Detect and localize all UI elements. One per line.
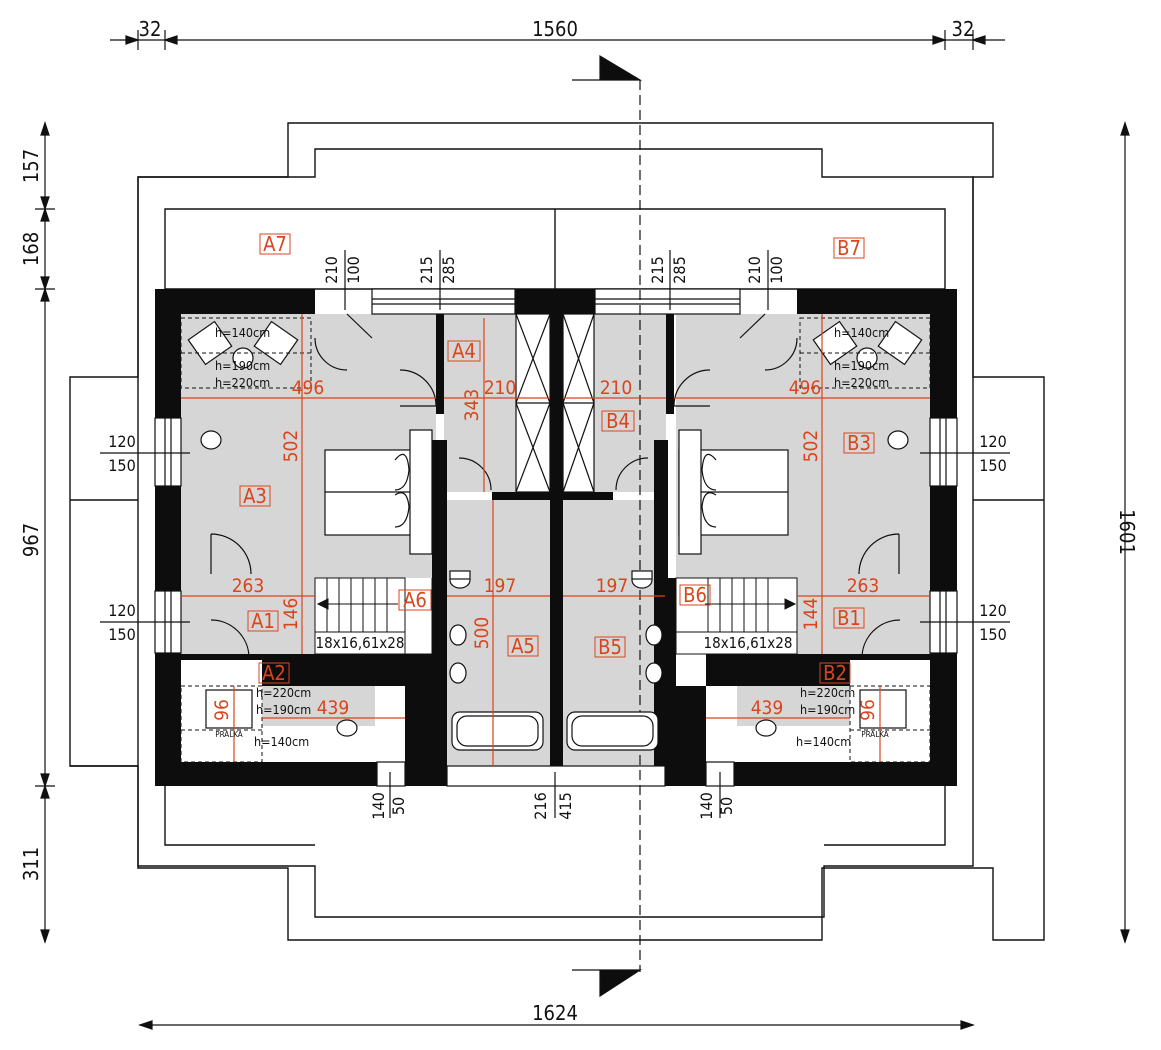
dim-b2-width: 439 xyxy=(751,697,784,719)
dim-a1-height: 146 xyxy=(280,598,302,631)
stairs-right xyxy=(675,577,798,655)
dim-win-sl-lower-b: 150 xyxy=(108,625,135,644)
dim-right-total: 1601 xyxy=(1115,509,1139,555)
height-note-a3-1: h=140cm xyxy=(215,325,270,340)
dim-win-bc-a: 216 xyxy=(531,792,550,819)
height-note-b2-2: h=190cm xyxy=(800,702,855,717)
section-marker-top xyxy=(572,54,643,81)
section-marker-bottom xyxy=(572,969,643,998)
dim-win-tl2-a: 215 xyxy=(417,256,436,283)
dim-a5-width: 197 xyxy=(484,575,517,597)
dim-left-segment-1: 157 xyxy=(19,149,43,183)
height-note-a2-2: h=190cm xyxy=(256,702,311,717)
room-label-a7: A7 xyxy=(263,232,287,256)
fixtures xyxy=(187,313,923,751)
height-note-a3-2: h=190cm xyxy=(215,358,270,373)
dim-a4-width: 210 xyxy=(484,377,517,399)
dim-win-tl-b: 100 xyxy=(344,256,363,283)
outer-dim-lines xyxy=(35,30,1130,1030)
dim-left-segment-4: 311 xyxy=(19,847,43,881)
dim-win-sr-lower-a: 120 xyxy=(979,601,1006,620)
room-label-a3: A3 xyxy=(243,484,267,508)
dim-win-tr2-b: 100 xyxy=(767,256,786,283)
dim-win-tr-a: 215 xyxy=(648,256,667,283)
washer-label-left: PRALKA xyxy=(215,730,243,739)
dim-a3-width: 496 xyxy=(292,377,325,399)
room-label-b2: B2 xyxy=(823,661,847,685)
dim-bottom-total: 1624 xyxy=(532,1001,578,1025)
dim-left-segment-3: 967 xyxy=(19,523,43,557)
room-label-a2: A2 xyxy=(262,661,286,685)
height-note-a2-1: h=220cm xyxy=(256,685,311,700)
dim-b2-diag: 96 xyxy=(857,699,879,721)
dim-a3-height: 502 xyxy=(280,430,302,463)
dim-b1-height: 144 xyxy=(800,598,822,631)
dim-win-sl-upper-a: 120 xyxy=(108,432,135,451)
dim-b5-width: 197 xyxy=(596,575,629,597)
room-label-b6: B6 xyxy=(683,583,707,607)
dim-a4-height: 343 xyxy=(461,389,483,422)
room-label-a4: A4 xyxy=(452,339,476,363)
stairs-left xyxy=(314,577,433,655)
room-label-b4: B4 xyxy=(606,409,630,433)
dim-win-br-b: 50 xyxy=(717,797,736,815)
interior-dim-lines xyxy=(181,314,930,766)
height-note-b2-1: h=220cm xyxy=(800,685,855,700)
dim-left-segment-2: 168 xyxy=(19,232,43,266)
room-label-b1: B1 xyxy=(837,606,861,630)
dim-win-sr-upper-b: 150 xyxy=(979,456,1006,475)
dim-win-tl-a: 210 xyxy=(322,256,341,283)
dim-a2-diag: 96 xyxy=(211,699,233,721)
height-note-a2-3: h=140cm xyxy=(254,734,309,749)
dim-a1-width: 263 xyxy=(232,575,265,597)
washer-label-right: PRALKA xyxy=(861,730,889,739)
height-note-b2-3: h=140cm xyxy=(796,734,851,749)
stair-dim-right: 18x16,61x28 xyxy=(704,634,793,652)
height-lines xyxy=(180,317,931,763)
dim-top-total: 1560 xyxy=(532,17,578,41)
room-label-b5: B5 xyxy=(598,635,622,659)
room-label-b7: B7 xyxy=(837,236,861,260)
dim-a2-width: 439 xyxy=(317,697,350,719)
dim-win-sl-upper-b: 150 xyxy=(108,456,135,475)
room-label-b3: B3 xyxy=(847,431,871,455)
dim-win-tl2-b: 285 xyxy=(439,256,458,283)
stair-dim-left: 18x16,61x28 xyxy=(316,634,405,652)
doors xyxy=(210,313,901,659)
dim-win-sr-upper-a: 120 xyxy=(979,432,1006,451)
dim-top-right-offset: 32 xyxy=(952,17,975,41)
dim-win-tr-b: 285 xyxy=(670,256,689,283)
dim-win-bl-a: 140 xyxy=(369,792,388,819)
dim-b1-width: 263 xyxy=(847,575,880,597)
dim-b3-width: 496 xyxy=(789,377,822,399)
dim-win-sr-lower-b: 150 xyxy=(979,625,1006,644)
room-label-a5: A5 xyxy=(511,634,535,658)
dim-win-sl-lower-a: 120 xyxy=(108,601,135,620)
dim-b4-width: 210 xyxy=(600,377,633,399)
dim-top-left-offset: 32 xyxy=(139,17,162,41)
room-label-a1: A1 xyxy=(251,609,275,633)
height-note-a3-3: h=220cm xyxy=(215,375,270,390)
height-note-b3-3: h=220cm xyxy=(834,375,889,390)
dim-b3-height: 502 xyxy=(800,430,822,463)
dim-win-br-a: 140 xyxy=(697,792,716,819)
dim-win-bl-b: 50 xyxy=(389,797,408,815)
dim-a5-height: 500 xyxy=(471,617,493,650)
dim-win-bc-b: 415 xyxy=(556,792,575,819)
height-note-b3-1: h=140cm xyxy=(834,325,889,340)
dim-win-tr2-a: 210 xyxy=(745,256,764,283)
room-label-boxes xyxy=(239,233,875,684)
room-label-a6: A6 xyxy=(403,588,427,612)
height-note-b3-2: h=190cm xyxy=(834,358,889,373)
